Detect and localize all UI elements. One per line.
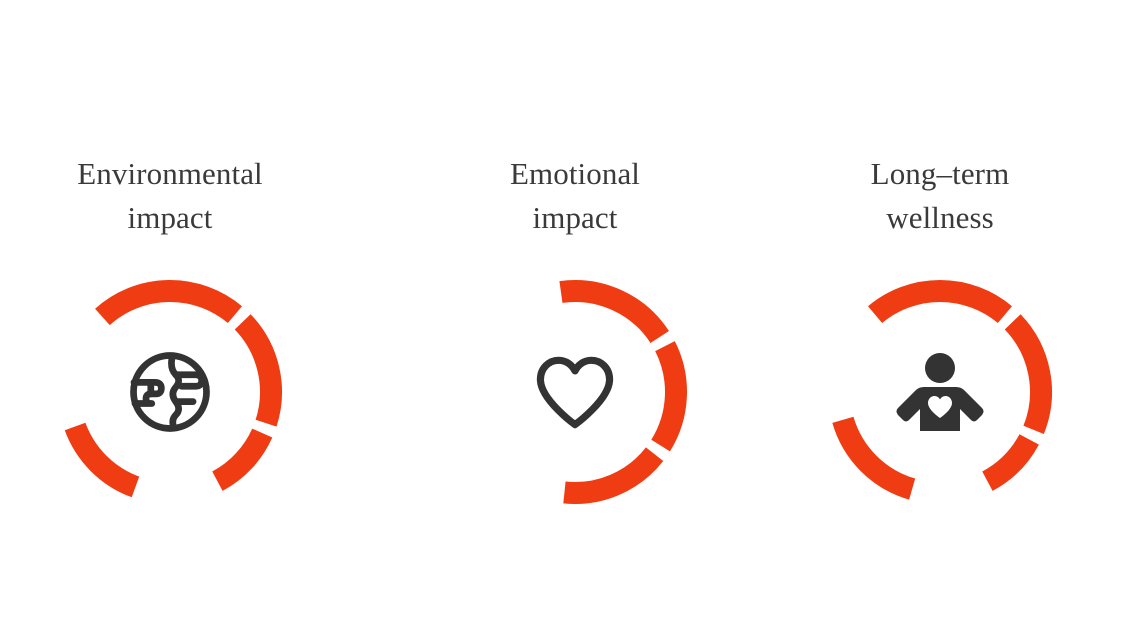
- donut-segment: [234, 314, 282, 427]
- donut-segment: [64, 422, 140, 498]
- person-heart-icon-glyph: [896, 353, 984, 431]
- donut-ring-svg: [64, 280, 282, 498]
- panel-emotional-impact: Emotional impact: [385, 0, 765, 641]
- person-heart-icon: [888, 340, 992, 444]
- donut-segment: [95, 280, 242, 326]
- donut-segment: [832, 416, 916, 500]
- panel-environmental-impact: Environmental impact: [0, 0, 360, 641]
- globe-icon-glyph: [130, 352, 210, 432]
- donut-segment: [868, 280, 1012, 324]
- page-title-emotional-impact: Emotional impact: [509, 156, 641, 235]
- donut-segment: [563, 447, 664, 504]
- panel-long-term-wellness: Long–term wellness: [750, 0, 1130, 641]
- donut-ring-emotional-impact: [451, 268, 699, 516]
- donut-ring-svg: [559, 280, 687, 504]
- donut-segment: [981, 433, 1039, 491]
- donut-segment: [211, 428, 273, 491]
- donut-segment: [1004, 314, 1052, 434]
- heart-icon: [523, 340, 627, 444]
- donut-ring-environmental-impact: [46, 268, 294, 516]
- donut-ring-long-term-wellness: [816, 268, 1064, 516]
- page-title-long-term-wellness: Long–term wellness: [870, 156, 1010, 235]
- globe-icon: [118, 340, 222, 444]
- page-title-environmental-impact: Environmental impact: [77, 156, 263, 235]
- donut-ring-svg: [832, 280, 1052, 500]
- donut-segment: [651, 341, 687, 452]
- donut-segment: [559, 280, 669, 344]
- heart-icon-glyph: [536, 356, 614, 429]
